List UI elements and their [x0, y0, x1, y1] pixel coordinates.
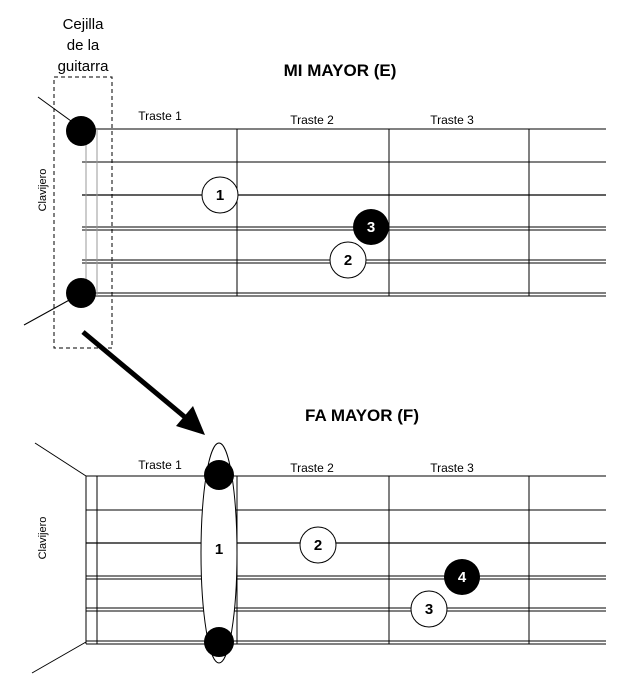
finger-marker-circle — [353, 209, 389, 245]
chord-f-fret-label-2: Traste 2 — [290, 461, 334, 475]
chord-f-headstock-line-bottom — [31, 641, 87, 674]
finger-marker-label: 4 — [458, 569, 467, 586]
finger-marker-circle — [299, 526, 337, 564]
chord-f-diagram: FA MAYOR (F) Traste 1 Traste 2 Traste 3 — [31, 406, 606, 674]
chord-f-fret-label-1: Traste 1 — [138, 458, 182, 472]
chord-e-fret-label-2: Traste 2 — [290, 113, 334, 127]
chord-e-nut-dot-bottom — [66, 278, 96, 308]
finger-marker-circle — [329, 241, 367, 279]
nut-callout: Cejilla de la guitarra — [53, 16, 113, 349]
chord-f-finger-4: 4 — [444, 559, 480, 595]
barre-label: 1 — [215, 541, 223, 558]
nut-callout-line-3: guitarra — [58, 58, 110, 75]
chord-e-headstock-label: Clavijero — [37, 169, 49, 212]
chord-f-barre: 1 — [200, 442, 238, 664]
chord-e-finger-2: 2 — [329, 241, 367, 279]
chord-e-diagram: MI MAYOR (E) Traste 1 Traste 2 Traste 3 — [23, 61, 606, 326]
chord-e-nut-dot-top — [66, 116, 96, 146]
arrow-head — [176, 406, 205, 435]
finger-marker-label: 3 — [425, 601, 433, 618]
chord-e-fret-label-1: Traste 1 — [138, 109, 182, 123]
finger-marker-circle — [201, 176, 239, 214]
chord-f-title: FA MAYOR (F) — [305, 406, 419, 425]
nut-callout-box — [53, 76, 113, 349]
chord-f-strings — [86, 475, 606, 645]
nut-callout-line-2: de la — [67, 37, 100, 54]
finger-marker-label: 1 — [216, 187, 224, 204]
chord-f-frets — [85, 476, 530, 644]
barre-dot-top — [204, 460, 234, 490]
nut-callout-line-1: Cejilla — [63, 16, 105, 33]
chord-e-title: MI MAYOR (E) — [284, 61, 397, 80]
chord-e-frets — [85, 129, 530, 296]
finger-marker-label: 2 — [344, 252, 352, 269]
finger-marker-circle — [444, 559, 480, 595]
chord-f-fret-label-3: Traste 3 — [430, 461, 474, 475]
chord-e-finger-1: 1 — [201, 176, 239, 214]
chord-f-finger-2: 2 — [299, 526, 337, 564]
chord-f-finger-3: 3 — [410, 590, 448, 628]
transition-arrow — [81, 330, 205, 435]
chord-f-headstock-line-top — [34, 442, 87, 477]
finger-marker-label: 2 — [314, 537, 322, 554]
finger-marker-circle — [410, 590, 448, 628]
chord-e-fret-label-3: Traste 3 — [430, 113, 474, 127]
barre-outline — [200, 442, 238, 664]
barre-dot-bottom — [204, 627, 234, 657]
finger-marker-label: 3 — [367, 219, 375, 236]
chord-e-finger-3: 3 — [353, 209, 389, 245]
arrow-shaft — [81, 330, 188, 420]
chord-f-headstock-label: Clavijero — [37, 517, 49, 560]
